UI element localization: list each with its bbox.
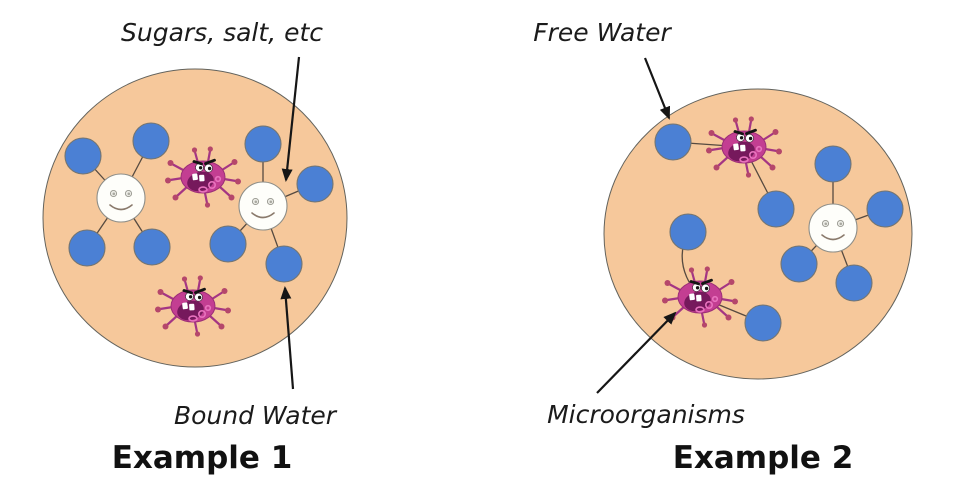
bound-water-arrow [280, 286, 295, 390]
sugars-salt-arrow [281, 56, 301, 182]
example-1-title: Example 1 [112, 440, 293, 476]
water-molecule [133, 228, 171, 266]
water-molecule [814, 145, 852, 183]
label-microorganisms: Microorganisms [547, 400, 745, 429]
microorganisms-arrow [596, 311, 677, 394]
label-sugars-salt: Sugars, salt, etc [121, 18, 323, 47]
example-2-panel: Free Water Microorganisms Example 2 [533, 18, 913, 476]
water-molecule [669, 213, 707, 251]
water-molecule [780, 245, 818, 283]
water-molecule [654, 123, 692, 161]
water-molecule [835, 264, 873, 302]
free-water-arrow [643, 57, 671, 120]
water-molecules [64, 122, 334, 283]
water-molecule [866, 190, 904, 228]
water-molecule [296, 165, 334, 203]
water-molecule [68, 229, 106, 267]
water-molecule [244, 125, 282, 163]
example-1-panel: Sugars, salt, etc Bound Water Example 1 [42, 18, 348, 476]
label-bound-water: Bound Water [174, 401, 338, 430]
water-molecule [757, 190, 795, 228]
label-free-water: Free Water [533, 18, 672, 47]
solute-molecule [238, 181, 288, 231]
water-molecules [654, 123, 904, 342]
solute-molecule [96, 173, 146, 223]
example-2-title: Example 2 [673, 440, 854, 476]
water-molecule [265, 245, 303, 283]
water-molecule [744, 304, 782, 342]
water-molecule [209, 225, 247, 263]
water-molecule [132, 122, 170, 160]
solute-molecule [808, 203, 858, 253]
water-molecule [64, 137, 102, 175]
